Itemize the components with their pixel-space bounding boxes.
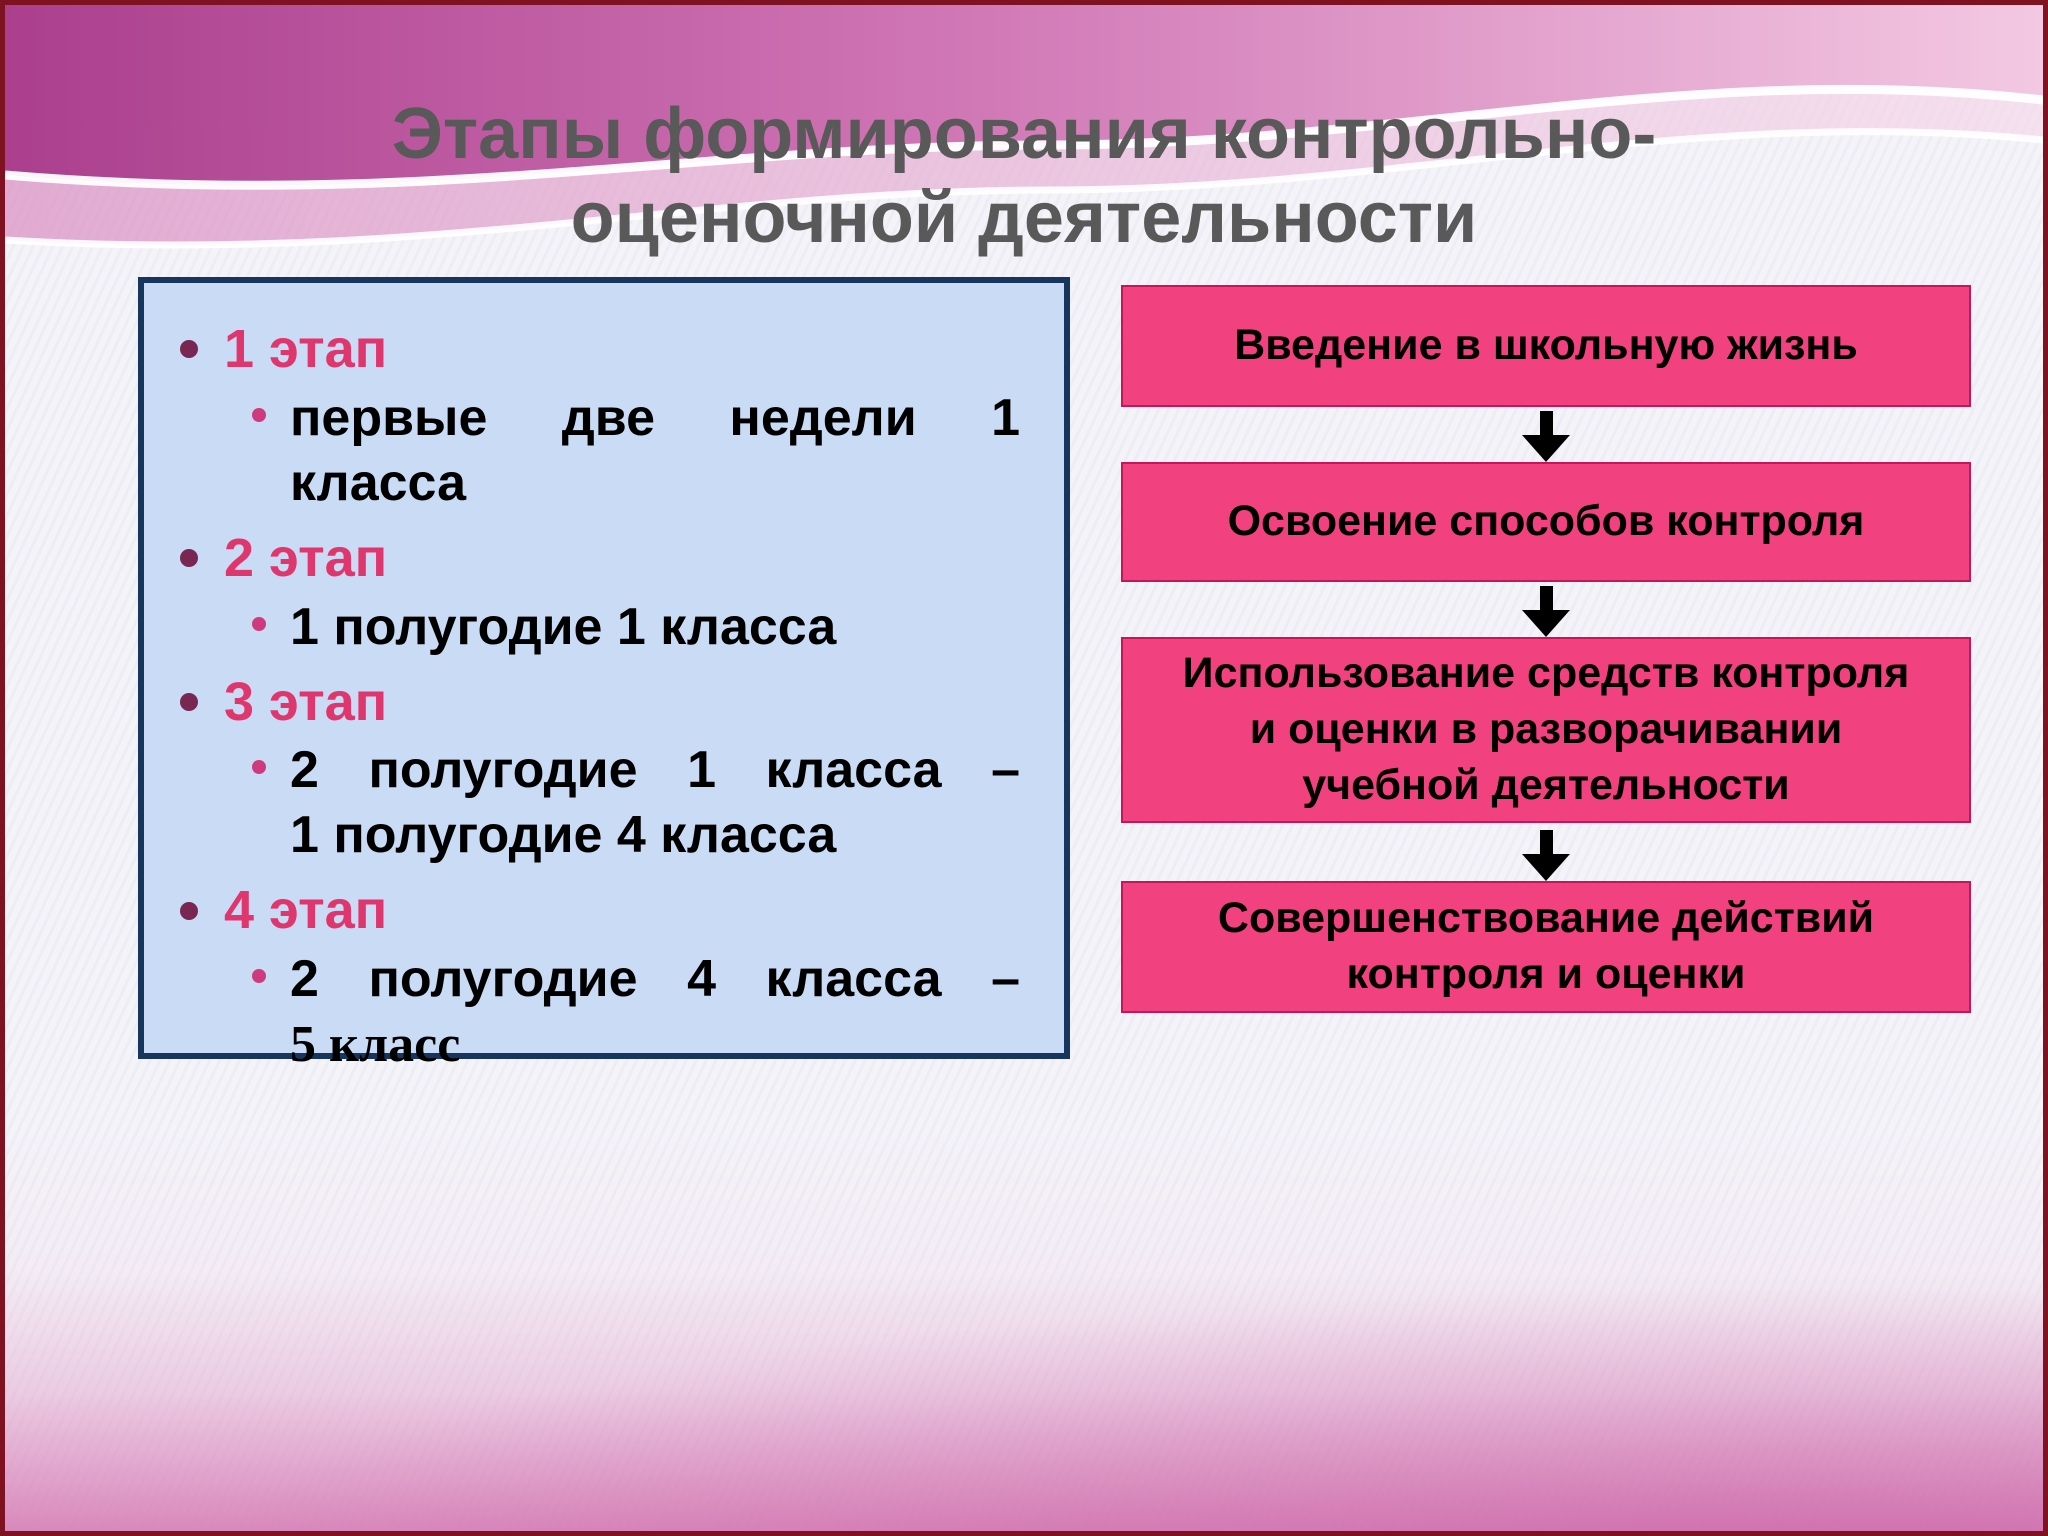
stage-detail-row: 2 полугодие 4 класса – 5 класс (164, 947, 1036, 1077)
flow-step-line: Освоение способов контроля (1227, 497, 1865, 546)
stage-detail-line: 5 класс (290, 1016, 461, 1074)
stage-2: 2 этап 1 полугодие 1 класса (164, 526, 1036, 660)
arrow-head (1522, 854, 1570, 881)
page-title: Этапы формирования контрольно- оценочной… (135, 93, 1913, 260)
bullet-icon (180, 692, 198, 711)
stage-label: 4 этап (224, 880, 388, 941)
arrow-head (1522, 435, 1570, 462)
arrow-head (1522, 610, 1570, 637)
stage-detail-row: 1 полугодие 1 класса (164, 595, 1036, 660)
bottom-gradient (5, 1131, 2043, 1531)
stage-detail-row: 2 полугодие 1 класса – 1 полугодие 4 кла… (164, 738, 1036, 868)
stage-detail: первые две недели 1 класса (290, 386, 1020, 516)
stage-detail-line: класса (290, 453, 467, 512)
stage-label-row: 1 этап (164, 317, 1036, 382)
flow-step-1: Введение в школьную жизнь (1121, 285, 1971, 407)
bullet-icon (252, 969, 266, 984)
stage-detail-line: первые две недели 1 (290, 388, 1020, 447)
stage-detail-line: 2 полугодие 1 класса – (290, 741, 1020, 800)
arrow-stem (1539, 830, 1553, 854)
stage-label: 3 этап (224, 671, 388, 732)
stage-detail-line: 2 полугодие 4 класса – (290, 950, 1020, 1009)
stage-label: 2 этап (224, 527, 388, 588)
flow-step-3: Использование средств контроля и оценки … (1121, 637, 1971, 823)
stage-detail: 2 полугодие 1 класса – 1 полугодие 4 кла… (290, 738, 1020, 868)
stage-detail-row: первые две недели 1 класса (164, 386, 1036, 516)
flowchart: Введение в школьную жизнь Освоение спосо… (1121, 285, 1971, 1015)
stage-detail: 2 полугодие 4 класса – 5 класс (290, 947, 1020, 1077)
arrow-down-icon (1121, 582, 1971, 637)
bullet-icon (252, 407, 266, 422)
arrow-stem (1539, 586, 1553, 610)
stage-4: 4 этап 2 полугодие 4 класса – 5 класс (164, 878, 1036, 1077)
flow-step-line: учебной деятельности (1302, 760, 1790, 809)
bullet-icon (180, 901, 198, 920)
title-line: оценочной деятельности (570, 177, 1478, 258)
bullet-icon (252, 760, 266, 775)
arrow-stem (1539, 411, 1553, 435)
flow-step-2: Освоение способов контроля (1121, 462, 1971, 582)
bullet-icon (180, 549, 198, 568)
arrow-down-icon (1121, 823, 1971, 881)
stage-1: 1 этап первые две недели 1 класса (164, 317, 1036, 516)
stage-detail-line: 1 полугодие 1 класса (290, 597, 837, 656)
bullet-icon (252, 616, 266, 631)
stage-3: 3 этап 2 полугодие 1 класса – 1 полугоди… (164, 670, 1036, 869)
flow-step-line: контроля и оценки (1346, 950, 1746, 998)
stage-detail-line: 1 полугодие 4 класса (290, 806, 837, 865)
flow-step-line: и оценки в разворачивании (1249, 705, 1843, 754)
stages-panel: 1 этап первые две недели 1 класса 2 этап… (138, 277, 1070, 1073)
stage-label-row: 4 этап (164, 878, 1036, 943)
stage-label-row: 3 этап (164, 670, 1036, 735)
stage-label: 1 этап (224, 319, 388, 379)
bullet-icon (180, 340, 198, 359)
title-line: Этапы формирования контрольно- (391, 94, 1657, 174)
flow-step-4: Совершенствование действий контроля и оц… (1121, 881, 1971, 1013)
stage-label-row: 2 этап (164, 526, 1036, 591)
flow-step-line: Совершенствование действий (1217, 894, 1875, 943)
stage-detail: 1 полугодие 1 класса (290, 595, 1020, 660)
arrow-down-icon (1121, 407, 1971, 462)
flow-step-line: Использование средств контроля (1182, 649, 1910, 698)
flow-step-line: Введение в школьную жизнь (1234, 321, 1858, 370)
